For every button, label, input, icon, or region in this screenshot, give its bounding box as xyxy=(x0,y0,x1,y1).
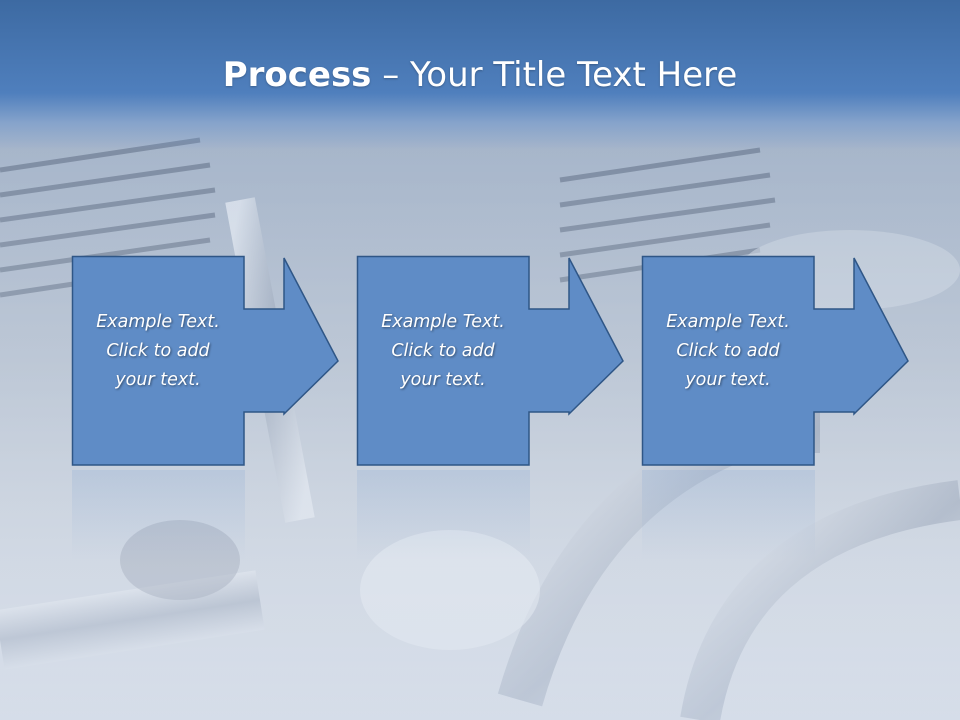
step-reflection xyxy=(72,470,245,560)
step-text[interactable]: Example Text. Click to add your text. xyxy=(96,312,220,390)
process-step-3[interactable]: Example Text. Click to add your text. xyxy=(641,255,960,466)
title-bar xyxy=(0,0,960,150)
title-rest-text: – Your Title Text Here xyxy=(371,55,738,95)
step-arrow-shape xyxy=(71,255,339,466)
step-arrow-shape xyxy=(641,255,909,466)
step-text[interactable]: Example Text. Click to add your text. xyxy=(381,312,505,390)
process-step-2[interactable]: Example Text. Click to add your text. xyxy=(356,255,717,466)
step-arrow-shape xyxy=(356,255,624,466)
process-step-1[interactable]: Example Text. Click to add your text. xyxy=(71,255,432,466)
title-bold-text: Process xyxy=(222,55,372,95)
step-reflection xyxy=(642,470,815,560)
step-text[interactable]: Example Text. Click to add your text. xyxy=(666,312,790,390)
step-reflection xyxy=(357,470,530,560)
slide-title[interactable]: Process – Your Title Text Here xyxy=(0,52,960,98)
